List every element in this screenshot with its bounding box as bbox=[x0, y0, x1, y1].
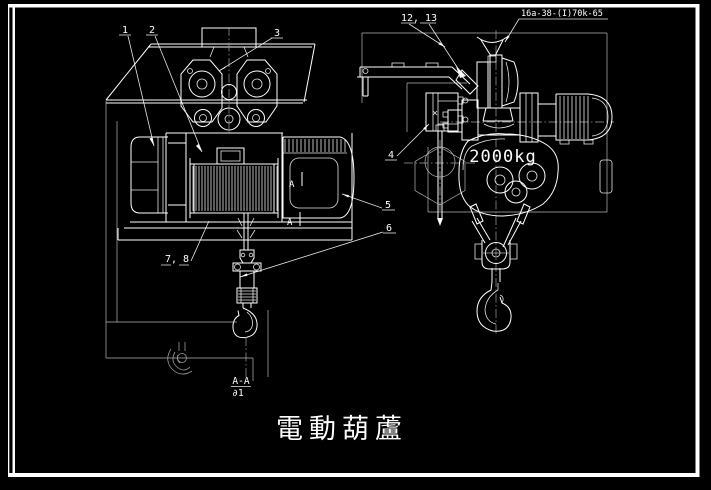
callouts: 1 2 3 7, 8 5 6 4 12, 13 bbox=[119, 9, 608, 278]
trolley bbox=[180, 27, 278, 135]
rope-drum bbox=[189, 147, 279, 218]
section-detail-a-a: A-A ∂1 bbox=[167, 342, 251, 399]
shaft-and-motor bbox=[442, 92, 613, 145]
side-view: 2000kg bbox=[357, 30, 614, 334]
capacity-label: 2000kg bbox=[469, 147, 536, 167]
callout-7-8: 7, 8 bbox=[165, 254, 189, 265]
callout-2: 2 bbox=[149, 25, 155, 36]
hook-assembly bbox=[232, 213, 262, 339]
side-phantom-lines bbox=[361, 30, 614, 334]
title-text: 電動葫蘆 bbox=[276, 414, 408, 445]
left-motor bbox=[130, 136, 168, 214]
beam-spec-note: 16a-38-(I)70k-65 bbox=[521, 9, 603, 19]
construction-lines bbox=[105, 101, 269, 381]
callout-6: 6 bbox=[386, 223, 392, 234]
rail-wheel bbox=[476, 36, 519, 129]
sheet-frame bbox=[8, 4, 700, 477]
section-label: A-A bbox=[232, 376, 249, 387]
right-motor bbox=[282, 136, 355, 219]
callout-3: 3 bbox=[274, 28, 280, 39]
callout-12-13: 12, 13 bbox=[401, 13, 437, 24]
torque-arm bbox=[357, 62, 479, 97]
callout-1: 1 bbox=[122, 25, 128, 36]
drawing-title: 電動葫蘆 bbox=[276, 414, 408, 445]
section-mark-lower: A bbox=[287, 218, 293, 228]
hoist-housing bbox=[117, 132, 353, 241]
section-mark-upper: A bbox=[289, 180, 295, 190]
section-cut-marks: A A bbox=[287, 172, 303, 228]
side-hook-assembly bbox=[471, 217, 522, 332]
callout-4: 4 bbox=[388, 150, 394, 161]
section-scale: ∂1 bbox=[232, 388, 244, 399]
front-view: A A A-A bbox=[105, 27, 355, 399]
callout-5: 5 bbox=[385, 200, 391, 211]
hook-block-casing: 2000kg bbox=[458, 133, 613, 225]
